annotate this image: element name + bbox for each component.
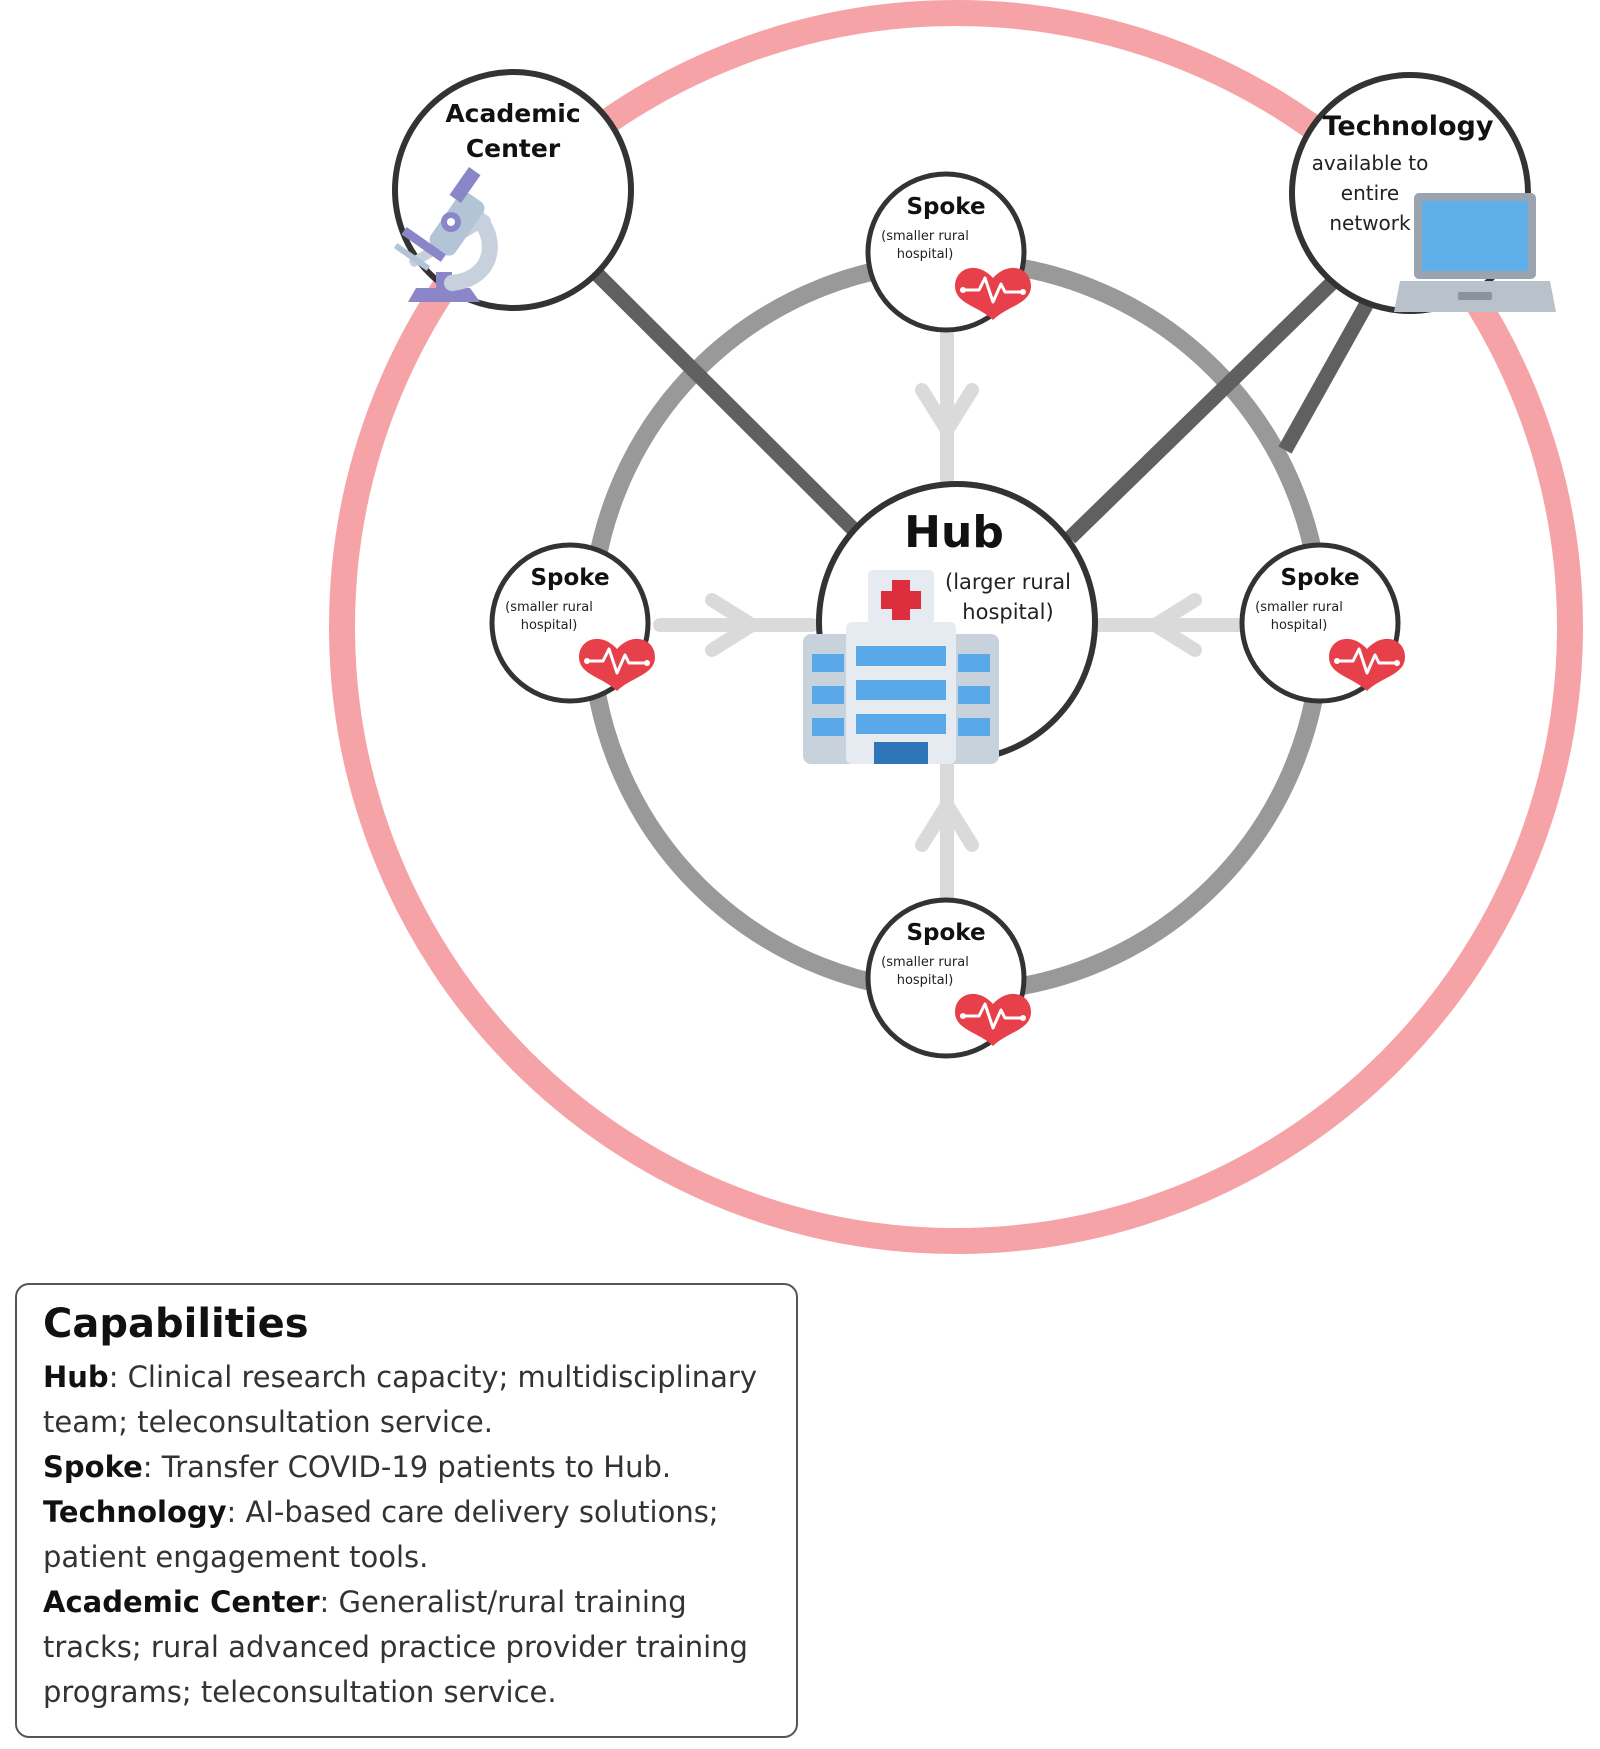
spoke-sub-line1: (smaller rural xyxy=(505,600,593,615)
hub-sub-line2: hospital) xyxy=(962,600,1053,624)
spoke-node-left: Spoke (smaller rural hospital) xyxy=(489,542,657,704)
connector-technology-ring xyxy=(1278,294,1377,454)
academic-center-title-line2: Center xyxy=(466,134,561,163)
spoke-title: Spoke xyxy=(530,565,609,591)
spoke-sub-line1: (smaller rural xyxy=(881,229,969,244)
capability-label: Spoke xyxy=(43,1450,143,1484)
laptop-icon xyxy=(1394,193,1556,312)
capability-label: Hub xyxy=(43,1360,109,1394)
outer-network-ring xyxy=(329,0,1583,1254)
technology-sub-line3: network xyxy=(1329,211,1411,235)
spoke-sub-line2: hospital) xyxy=(521,618,578,633)
hospital-icon xyxy=(803,570,999,764)
technology-sub-line1: available to xyxy=(1312,151,1429,175)
hub-node: Hub (larger rural hospital) xyxy=(803,481,1098,764)
capabilities-title: Capabilities xyxy=(43,1301,309,1347)
technology-sub-line2: entire xyxy=(1341,181,1399,205)
capability-text: : Generalist/rural training tracks; rura… xyxy=(43,1585,748,1709)
spoke-node-bottom: Spoke (smaller rural hospital) xyxy=(865,897,1033,1059)
capabilities-list: Hub: Clinical research capacity; multidi… xyxy=(43,1355,770,1715)
spoke-node-right: Spoke (smaller rural hospital) xyxy=(1239,542,1407,704)
spoke-sub-line1: (smaller rural xyxy=(1255,600,1343,615)
arrow-left-spoke xyxy=(653,593,819,657)
capability-label: Technology xyxy=(43,1495,227,1529)
arrow-top-spoke xyxy=(915,323,979,491)
spoke-node-top: Spoke (smaller rural hospital) xyxy=(865,171,1033,333)
capability-label: Academic Center xyxy=(43,1585,320,1619)
technology-title: Technology xyxy=(1323,111,1494,142)
spoke-title: Spoke xyxy=(906,194,985,220)
connector-technology-hub xyxy=(1064,269,1346,544)
spoke-title: Spoke xyxy=(1280,565,1359,591)
arrow-right-spoke xyxy=(1091,593,1252,657)
spoke-title: Spoke xyxy=(906,920,985,946)
microscope-icon xyxy=(393,167,498,302)
capabilities-box: Capabilities Hub: Clinical research capa… xyxy=(15,1283,798,1738)
hub-title: Hub xyxy=(904,507,1004,558)
spoke-sub-line1: (smaller rural xyxy=(881,955,969,970)
capability-text: : Clinical research capacity; multidisci… xyxy=(43,1360,758,1439)
capability-hub: Hub: Clinical research capacity; multidi… xyxy=(43,1355,770,1445)
technology-node: Technology available to entire network xyxy=(1289,72,1556,314)
spoke-sub-line2: hospital) xyxy=(897,247,954,262)
capability-academic-center: Academic Center: Generalist/rural traini… xyxy=(43,1580,770,1715)
capability-text: : Transfer COVID-19 patients to Hub. xyxy=(142,1450,672,1484)
arrow-bottom-spoke xyxy=(915,758,979,907)
hub-sub-line1: (larger rural xyxy=(945,570,1071,594)
connector-academic-hub xyxy=(589,266,868,544)
capability-spoke: Spoke: Transfer COVID-19 patients to Hub… xyxy=(43,1445,770,1490)
academic-center-node: Academic Center xyxy=(392,69,634,311)
spoke-sub-line2: hospital) xyxy=(1271,618,1328,633)
capability-text: : AI-based care delivery solutions; pati… xyxy=(43,1495,719,1574)
spoke-sub-line2: hospital) xyxy=(897,973,954,988)
academic-center-title-line1: Academic xyxy=(445,99,580,128)
capability-technology: Technology: AI-based care delivery solut… xyxy=(43,1490,770,1580)
